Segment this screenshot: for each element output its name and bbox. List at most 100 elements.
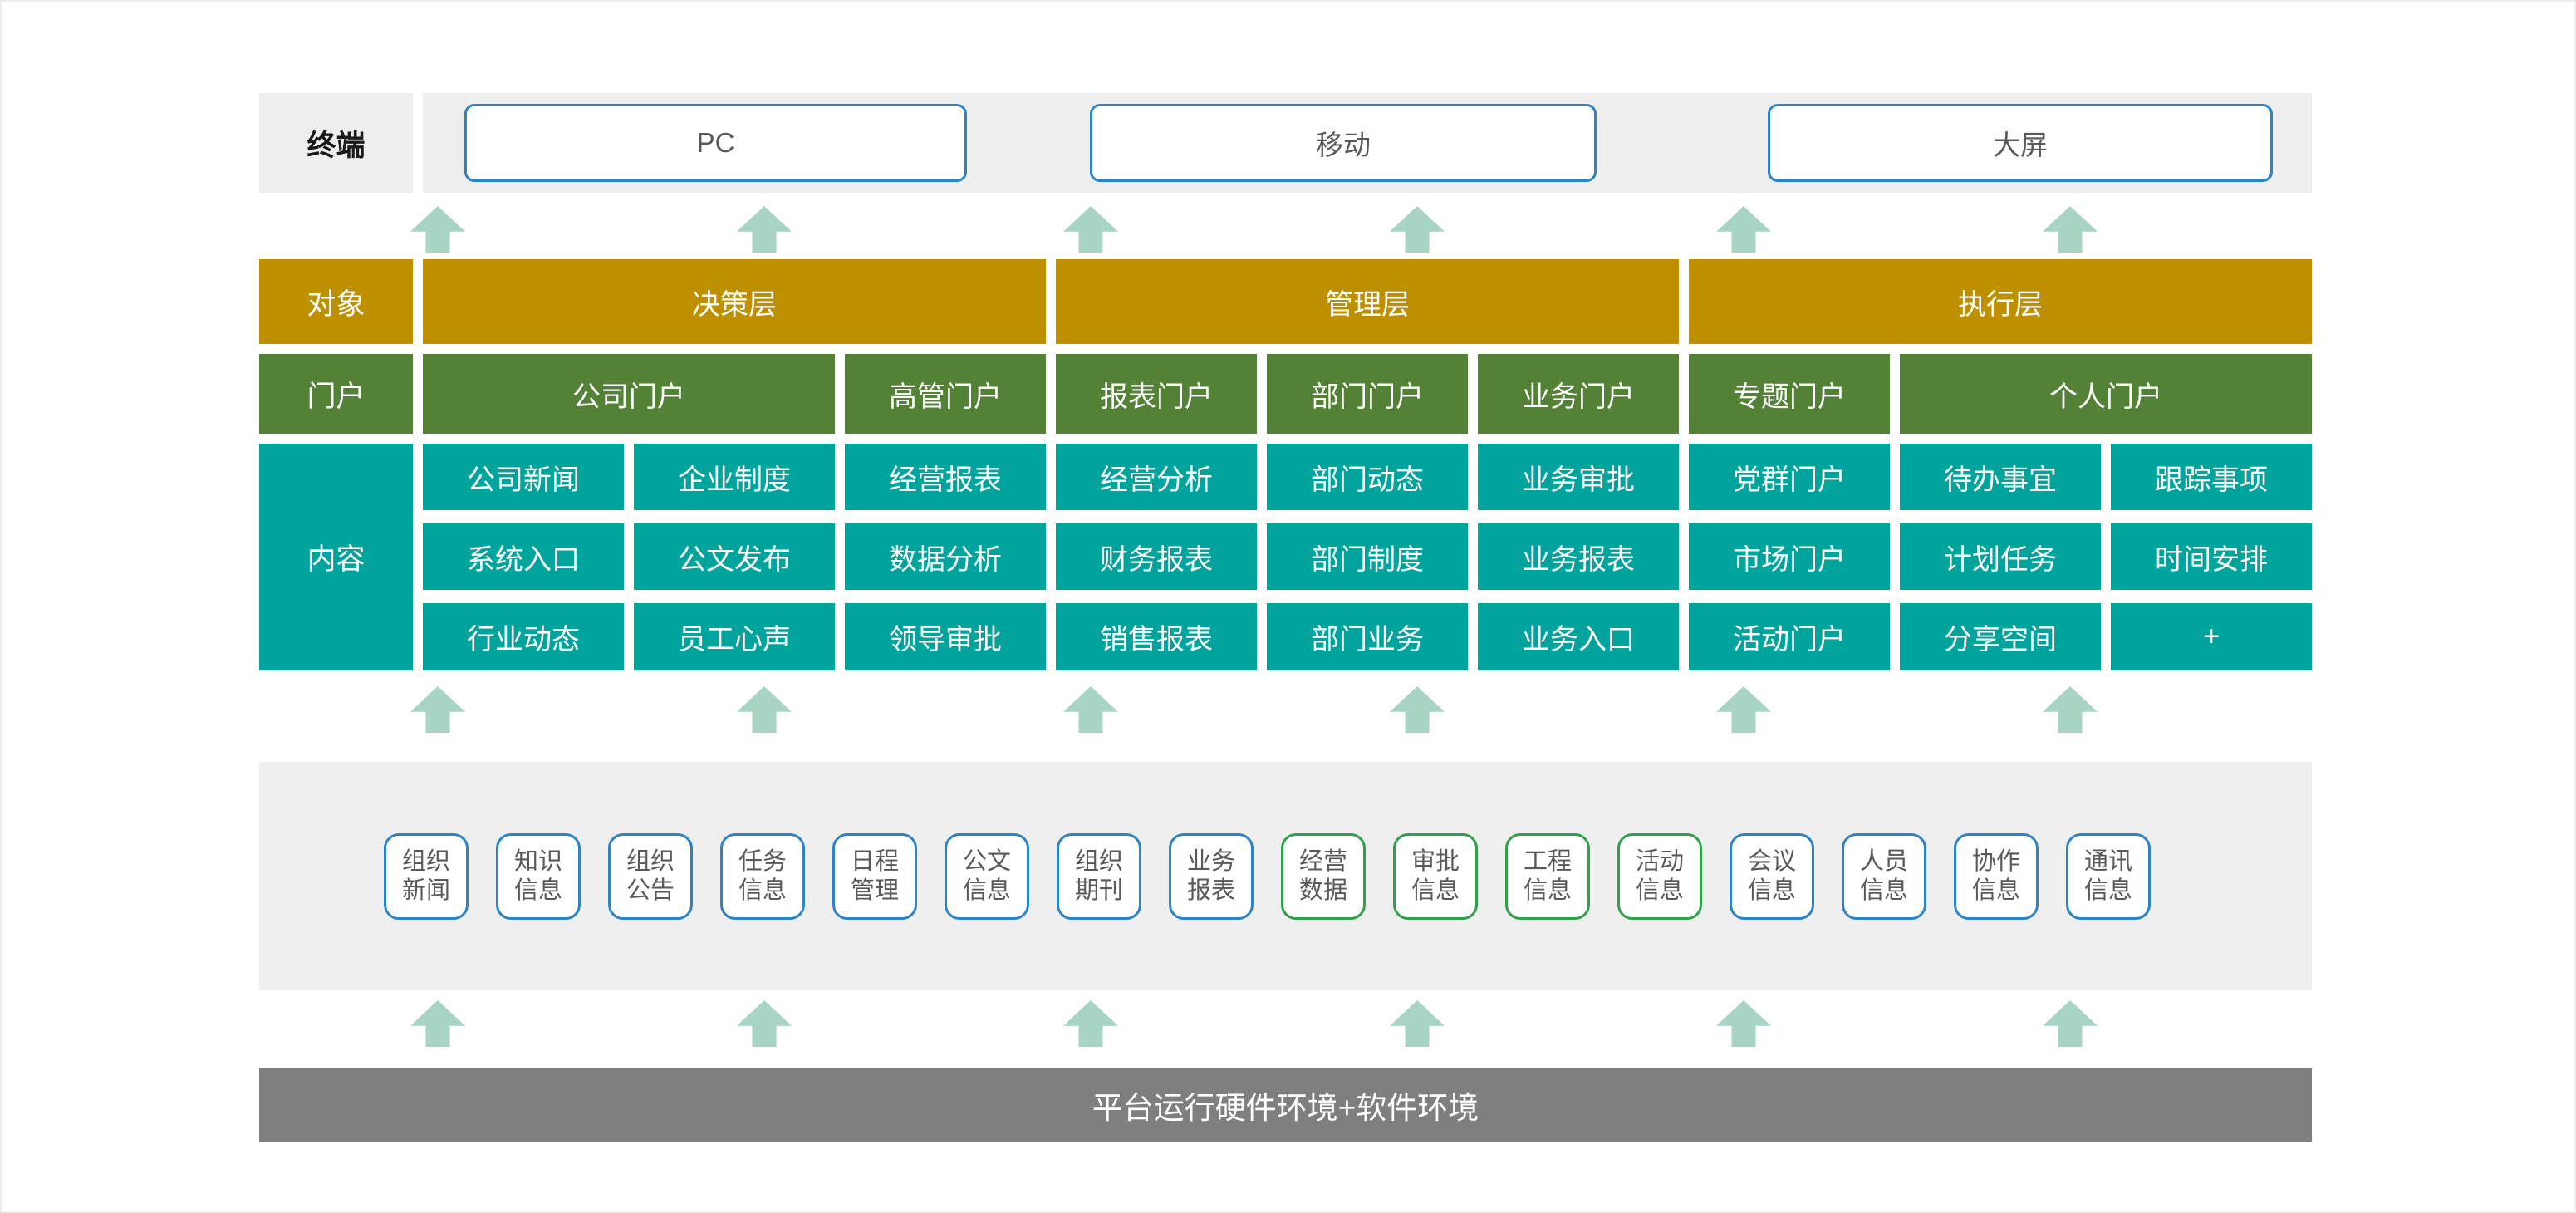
content-cell: 经营分析 [1056,444,1257,510]
content-cell: 跟踪事项 [2111,444,2312,510]
info-box-line: 人员 [1859,848,1908,876]
info-box: 经营数据 [1281,832,1366,920]
portal-row-label: 门户 [259,354,413,434]
info-box-line: 信息 [962,877,1011,904]
info-box: 活动信息 [1617,832,1702,920]
up-arrow-icon [410,1000,465,1047]
content-cell: 部门制度 [1267,523,1468,590]
info-box-line: 组织 [401,848,450,876]
info-box-line: 信息 [513,877,562,904]
content-cell-add: + [2111,603,2312,670]
content-cell: 分享空间 [1900,603,2101,670]
content-cell: 行业动态 [423,603,624,670]
terminal-row-label: 终端 [259,93,413,193]
info-box: 会议信息 [1730,832,1814,920]
up-arrow-icon [410,686,465,733]
content-cell: 企业制度 [634,444,835,510]
info-box: 知识信息 [496,832,581,920]
up-arrow-icon [1063,1000,1118,1047]
info-box-line: 日程 [850,848,899,876]
info-box-line: 信息 [1635,877,1684,904]
content-cell: 活动门户 [1689,603,1890,670]
up-arrow-icon [2043,1000,2098,1047]
content-cell: 业务报表 [1478,523,1679,590]
portal-topic: 专题门户 [1689,354,1890,434]
info-box-line: 公告 [626,877,675,904]
info-box: 组织期刊 [1057,832,1141,920]
info-box-line: 期刊 [1074,877,1123,904]
up-arrow-icon [1063,206,1118,253]
portal-report: 报表门户 [1056,354,1257,434]
info-box-line: 经营 [1298,848,1347,876]
content-cell: 市场门户 [1689,523,1890,590]
info-box-line: 公文 [962,848,1011,876]
content-row-label: 内容 [259,444,413,670]
content-cell: 公文发布 [634,523,835,590]
portal-executive: 高管门户 [845,354,1046,434]
content-cell: 公司新闻 [423,444,624,510]
content-cell: 经营报表 [845,444,1046,510]
up-arrow-icon [737,1000,792,1047]
info-box-line: 信息 [2083,877,2132,904]
content-cell: 时间安排 [2111,523,2312,590]
terminal-device-mobile: 移动 [1090,104,1597,182]
arrow-row-content [2,686,2574,733]
info-box-line: 协作 [1971,848,2020,876]
layer-decision: 决策层 [423,259,1046,344]
content-cell: 业务审批 [1478,444,1679,510]
info-box-line: 信息 [738,877,787,904]
content-cell: 财务报表 [1056,523,1257,590]
info-box-line: 活动 [1635,848,1684,876]
info-box-line: 信息 [1747,877,1796,904]
up-arrow-icon [1716,1000,1771,1047]
object-row: 对象 决策层管理层执行层 [259,259,2312,344]
info-box-line: 通讯 [2083,848,2132,876]
object-row-label: 对象 [259,259,413,344]
info-band: 组织新闻知识信息组织公告任务信息日程管理公文信息组织期刊业务报表经营数据审批信息… [259,762,2312,990]
arrow-row-terminal [2,206,2574,253]
info-box-line: 知识 [513,848,562,876]
content-cell: 党群门户 [1689,444,1890,510]
content-cell: 计划任务 [1900,523,2101,590]
up-arrow-icon [1390,1000,1445,1047]
info-box-line: 工程 [1523,848,1572,876]
info-box-line: 报表 [1186,877,1235,904]
content-cell: 业务入口 [1478,603,1679,670]
up-arrow-icon [410,206,465,253]
info-box-line: 业务 [1186,848,1235,876]
arrow-row-platform [2,1000,2574,1047]
info-box-line: 信息 [1859,877,1908,904]
portal-row: 门户 公司门户高管门户报表门户部门门户业务门户专题门户个人门户 [259,354,2312,434]
up-arrow-icon [1390,206,1445,253]
info-box-line: 数据 [1298,877,1347,904]
layer-execution: 执行层 [1689,259,2312,344]
info-box: 人员信息 [1842,832,1926,920]
portal-department: 部门门户 [1267,354,1468,434]
info-box: 审批信息 [1393,832,1478,920]
info-box-line: 信息 [1411,877,1460,904]
portal-company: 公司门户 [423,354,835,434]
info-box: 业务报表 [1169,832,1254,920]
content-cell: 待办事宜 [1900,444,2101,510]
info-box-line: 新闻 [401,877,450,904]
info-box-line: 会议 [1747,848,1796,876]
terminal-device-pc: PC [464,104,967,182]
info-box-line: 管理 [850,877,899,904]
up-arrow-icon [1716,206,1771,253]
info-box-line: 组织 [626,848,675,876]
info-box-line: 审批 [1411,848,1460,876]
portal-personal: 个人门户 [1900,354,2312,434]
info-box-line: 组织 [1074,848,1123,876]
info-box: 日程管理 [832,832,917,920]
up-arrow-icon [2043,686,2098,733]
portal-business: 业务门户 [1478,354,1679,434]
info-box: 工程信息 [1505,832,1590,920]
content-cell: 领导审批 [845,603,1046,670]
content-rows: 内容 公司新闻企业制度经营报表经营分析部门动态业务审批党群门户待办事宜跟踪事项系… [259,444,2312,670]
content-cell: 员工心声 [634,603,835,670]
content-cell: 数据分析 [845,523,1046,590]
up-arrow-icon [1716,686,1771,733]
up-arrow-icon [1390,686,1445,733]
